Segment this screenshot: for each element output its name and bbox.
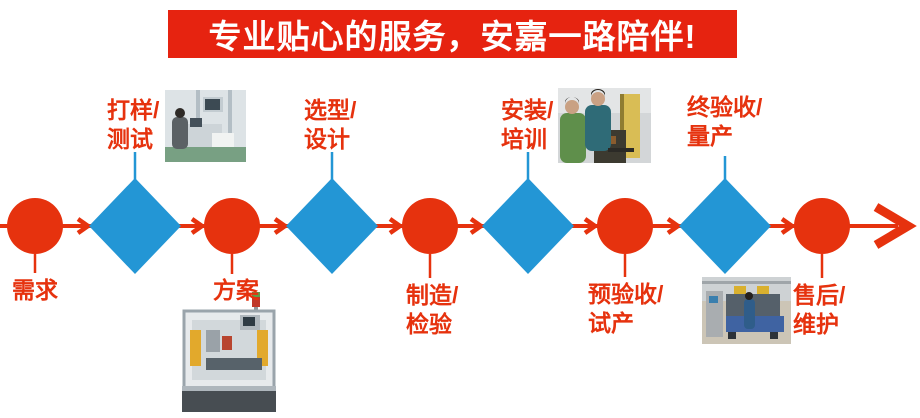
- label-line: 试产: [588, 310, 634, 336]
- label-solution: 方案: [213, 276, 259, 305]
- flow-final-arrowhead: [873, 203, 917, 249]
- flow-arrowhead-2: [190, 217, 206, 235]
- photo-detail: [228, 90, 232, 150]
- node-demand: [7, 198, 63, 254]
- photo-detail: [222, 336, 232, 350]
- label-line: 量产: [687, 123, 733, 149]
- flow-arrowhead-5: [469, 217, 485, 235]
- label-demand: 需求: [12, 276, 58, 305]
- mass-production-floor-photo: [702, 277, 791, 344]
- label-line: 售后/: [793, 282, 846, 308]
- solution-machine-photo: [182, 292, 276, 412]
- photo-detail: [206, 358, 262, 370]
- flow-arrowhead-1: [76, 217, 92, 235]
- banner-text: 专业贴心的服务，安嘉一路陪伴!: [208, 18, 697, 55]
- photo-detail: [206, 330, 220, 352]
- label-line: 制造/: [406, 282, 459, 308]
- label-line: 预验收/: [588, 281, 664, 307]
- photo-machine-base: [182, 390, 276, 412]
- node-pre-acceptance: [597, 198, 653, 254]
- label-line: 培训: [501, 126, 547, 152]
- node-after-sales: [794, 198, 850, 254]
- photo-detail: [257, 330, 268, 366]
- photo-detail: [252, 296, 260, 307]
- photo-person: [172, 117, 188, 149]
- photo-person-head: [745, 292, 753, 300]
- label-line: 维护: [793, 311, 839, 337]
- photo-detail: [624, 94, 640, 158]
- flow-arrowhead-7: [666, 217, 682, 235]
- photo-detail: [702, 281, 791, 284]
- label-manufacturing-inspection: 制造/ 检验: [406, 281, 458, 339]
- photo-person: [744, 299, 755, 329]
- installation-training-photo: [558, 88, 651, 163]
- photo-detail: [709, 296, 718, 303]
- label-line: 安装/: [501, 97, 554, 123]
- photo-person-head: [175, 108, 185, 118]
- photo-person-head: [565, 100, 579, 114]
- label-after-sales-maintenance: 售后/ 维护: [793, 281, 845, 339]
- photo-detail: [212, 133, 234, 147]
- node-installation-training: [482, 178, 574, 274]
- flow-arrowhead-4: [388, 217, 404, 235]
- photo-detail: [728, 332, 736, 339]
- photo-detail: [734, 286, 746, 295]
- node-final-acceptance: [679, 178, 771, 274]
- label-line: 方案: [213, 277, 259, 303]
- label-line: 打样/: [107, 97, 160, 123]
- sampling-test-photo: [165, 90, 246, 162]
- node-manufacturing: [402, 198, 458, 254]
- photo-detail: [770, 332, 778, 339]
- photo-person: [560, 113, 586, 163]
- label-installation-training: 安装/ 培训: [501, 96, 553, 154]
- label-line: 终验收/: [687, 94, 763, 120]
- flow-arrowhead-8: [780, 217, 796, 235]
- label-line: 选型/: [304, 97, 357, 123]
- photo-detail: [243, 317, 255, 326]
- label-line: 检验: [406, 311, 452, 337]
- photo-detail: [608, 148, 634, 152]
- flow-arrowhead-3: [273, 217, 289, 235]
- flow-arrowhead-6: [583, 217, 599, 235]
- label-pre-acceptance-trial: 预验收/ 试产: [588, 280, 663, 338]
- label-line: 需求: [12, 277, 58, 303]
- node-selection-design: [286, 178, 378, 274]
- photo-detail: [190, 330, 201, 366]
- photo-floor: [165, 147, 246, 162]
- photo-detail: [205, 99, 220, 110]
- node-solution: [204, 198, 260, 254]
- label-sampling-testing: 打样/ 测试: [107, 96, 159, 154]
- photo-detail: [190, 118, 202, 127]
- label-line: 测试: [107, 126, 153, 152]
- label-selection-design: 选型/ 设计: [304, 96, 356, 154]
- banner: 专业贴心的服务，安嘉一路陪伴!: [168, 10, 737, 58]
- photo-detail: [252, 292, 260, 297]
- label-line: 设计: [304, 126, 350, 152]
- photo-detail: [757, 286, 769, 295]
- photo-detail: [182, 386, 276, 391]
- photo-person-head: [591, 92, 605, 106]
- label-final-acceptance-mass-production: 终验收/ 量产: [687, 93, 762, 151]
- node-sampling-testing: [89, 178, 181, 274]
- photo-detail: [620, 94, 624, 158]
- photo-person: [585, 105, 611, 151]
